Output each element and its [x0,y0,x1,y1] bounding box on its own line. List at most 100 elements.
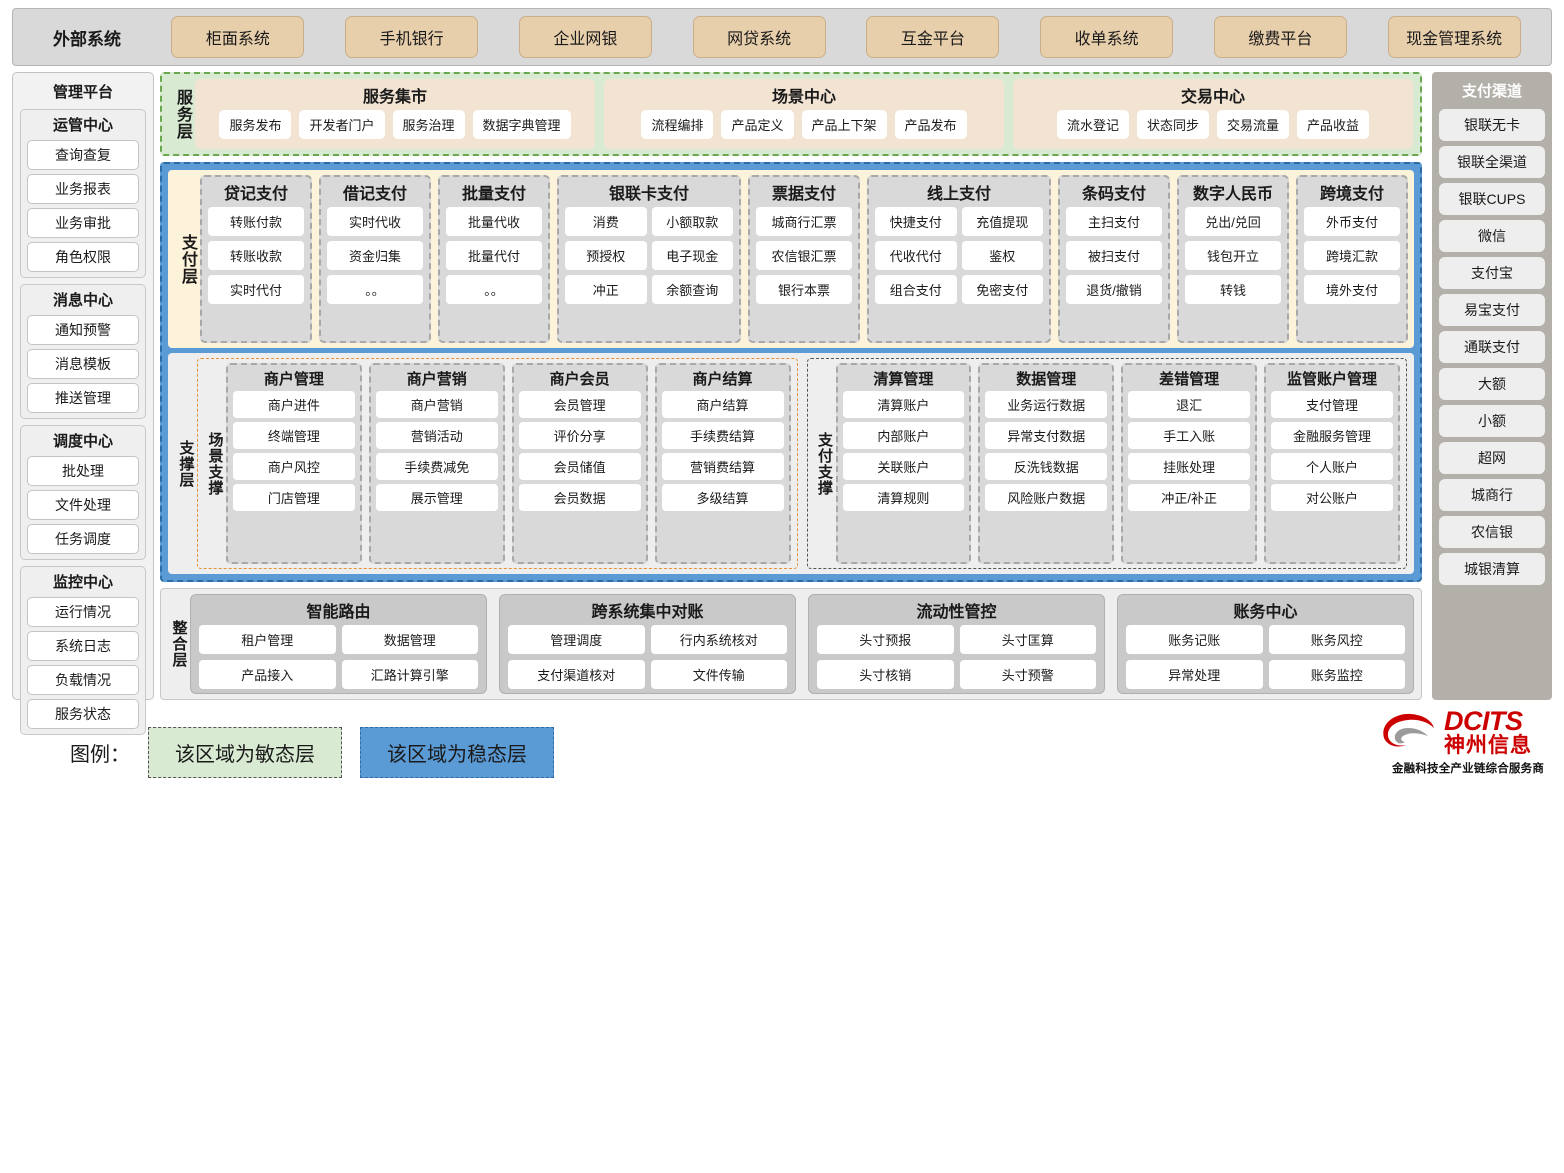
payment-chip[interactable]: 。。 [327,275,423,304]
scene-support-chip[interactable]: 展示管理 [375,484,498,511]
payment-chip[interactable]: 农信银汇票 [756,241,852,270]
payment-channel-item[interactable]: 小额 [1439,405,1545,437]
payment-chip[interactable]: 跨境汇款 [1304,241,1400,270]
scene-support-chip[interactable]: 终端管理 [233,422,355,449]
payment-support-chip[interactable]: 退汇 [1128,391,1251,418]
payment-channel-item[interactable]: 通联支付 [1439,331,1545,363]
integration-chip[interactable]: 异常处理 [1126,660,1263,689]
scene-support-chip[interactable]: 营销费结算 [661,453,784,480]
payment-chip[interactable]: 快捷支付 [875,207,957,236]
payment-support-chip[interactable]: 金融服务管理 [1271,422,1393,449]
integration-chip[interactable]: 头寸匡算 [959,625,1096,654]
payment-chip[interactable]: 钱包开立 [1185,241,1281,270]
external-system-chip[interactable]: 网贷系统 [692,16,826,58]
service-chip[interactable]: 交易流量 [1217,110,1290,139]
integration-chip[interactable]: 汇路计算引擎 [341,660,478,689]
payment-channel-item[interactable]: 城银清算 [1439,553,1545,585]
service-chip[interactable]: 产品发布 [894,110,967,139]
payment-support-chip[interactable]: 冲正/补正 [1128,484,1251,511]
service-chip[interactable]: 开发者门户 [299,110,385,139]
payment-channel-item[interactable]: 银联CUPS [1439,183,1545,215]
integration-chip[interactable]: 文件传输 [650,660,787,689]
management-item[interactable]: 系统日志 [27,631,139,661]
service-chip[interactable]: 流程编排 [641,110,714,139]
management-item[interactable]: 通知预警 [27,315,139,345]
integration-chip[interactable]: 数据管理 [341,625,478,654]
payment-support-chip[interactable]: 清算规则 [842,484,965,511]
management-item[interactable]: 批处理 [27,456,139,486]
payment-support-chip[interactable]: 关联账户 [842,453,965,480]
payment-support-chip[interactable]: 业务运行数据 [985,391,1108,418]
integration-chip[interactable]: 账务监控 [1268,660,1405,689]
management-item[interactable]: 业务报表 [27,174,139,204]
scene-support-chip[interactable]: 商户风控 [233,453,355,480]
service-chip[interactable]: 服务发布 [219,110,292,139]
payment-support-chip[interactable]: 挂账处理 [1128,453,1251,480]
integration-chip[interactable]: 产品接入 [199,660,336,689]
management-item[interactable]: 文件处理 [27,490,139,520]
payment-chip[interactable]: 余额查询 [651,275,733,304]
payment-support-chip[interactable]: 对公账户 [1271,484,1393,511]
service-chip[interactable]: 服务治理 [392,110,465,139]
service-chip[interactable]: 数据字典管理 [472,110,571,139]
management-item[interactable]: 负载情况 [27,665,139,695]
integration-chip[interactable]: 头寸核销 [817,660,954,689]
external-system-chip[interactable]: 互金平台 [866,16,1000,58]
payment-support-chip[interactable]: 清算账户 [842,391,965,418]
service-chip[interactable]: 产品定义 [721,110,794,139]
scene-support-chip[interactable]: 营销活动 [375,422,498,449]
payment-chip[interactable]: 主扫支付 [1066,207,1162,236]
management-item[interactable]: 角色权限 [27,242,139,272]
payment-support-chip[interactable]: 内部账户 [842,422,965,449]
external-system-chip[interactable]: 缴费平台 [1213,16,1347,58]
payment-channel-item[interactable]: 大额 [1439,368,1545,400]
payment-chip[interactable]: 兑出/兑回 [1185,207,1281,236]
management-item[interactable]: 消息模板 [27,349,139,379]
payment-channel-item[interactable]: 银联无卡 [1439,109,1545,141]
scene-support-chip[interactable]: 手续费减免 [375,453,498,480]
payment-chip[interactable]: 城商行汇票 [756,207,852,236]
management-item[interactable]: 查询查复 [27,140,139,170]
payment-support-chip[interactable]: 反洗钱数据 [985,453,1108,480]
payment-channel-item[interactable]: 城商行 [1439,479,1545,511]
payment-channel-item[interactable]: 农信银 [1439,516,1545,548]
payment-chip[interactable]: 充值提现 [961,207,1043,236]
integration-chip[interactable]: 账务风控 [1268,625,1405,654]
integration-chip[interactable]: 行内系统核对 [650,625,787,654]
payment-support-chip[interactable]: 支付管理 [1271,391,1393,418]
external-system-chip[interactable]: 企业网银 [518,16,652,58]
payment-chip[interactable]: 资金归集 [327,241,423,270]
integration-chip[interactable]: 支付渠道核对 [508,660,645,689]
scene-support-chip[interactable]: 会员管理 [518,391,641,418]
scene-support-chip[interactable]: 评价分享 [518,422,641,449]
integration-chip[interactable]: 头寸预警 [959,660,1096,689]
scene-support-chip[interactable]: 多级结算 [661,484,784,511]
integration-chip[interactable]: 账务记账 [1126,625,1263,654]
payment-channel-item[interactable]: 银联全渠道 [1439,146,1545,178]
integration-chip[interactable]: 管理调度 [508,625,645,654]
payment-chip[interactable]: 。。 [446,275,542,304]
payment-support-chip[interactable]: 手工入账 [1128,422,1251,449]
payment-chip[interactable]: 转钱 [1185,275,1281,304]
scene-support-chip[interactable]: 门店管理 [233,484,355,511]
payment-chip[interactable]: 组合支付 [875,275,957,304]
service-chip[interactable]: 状态同步 [1136,110,1209,139]
payment-channel-item[interactable]: 支付宝 [1439,257,1545,289]
payment-chip[interactable]: 境外支付 [1304,275,1400,304]
management-item[interactable]: 推送管理 [27,383,139,413]
payment-chip[interactable]: 预授权 [565,241,647,270]
payment-support-chip[interactable]: 风险账户数据 [985,484,1108,511]
service-chip[interactable]: 产品收益 [1297,110,1370,139]
payment-support-chip[interactable]: 异常支付数据 [985,422,1108,449]
scene-support-chip[interactable]: 商户进件 [233,391,355,418]
management-item[interactable]: 任务调度 [27,524,139,554]
management-item[interactable]: 运行情况 [27,597,139,627]
payment-chip[interactable]: 电子现金 [651,241,733,270]
payment-chip[interactable]: 代收代付 [875,241,957,270]
payment-chip[interactable]: 鉴权 [961,241,1043,270]
payment-chip[interactable]: 批量代收 [446,207,542,236]
payment-chip[interactable]: 批量代付 [446,241,542,270]
external-system-chip[interactable]: 收单系统 [1040,16,1174,58]
payment-chip[interactable]: 转账付款 [208,207,304,236]
scene-support-chip[interactable]: 会员储值 [518,453,641,480]
